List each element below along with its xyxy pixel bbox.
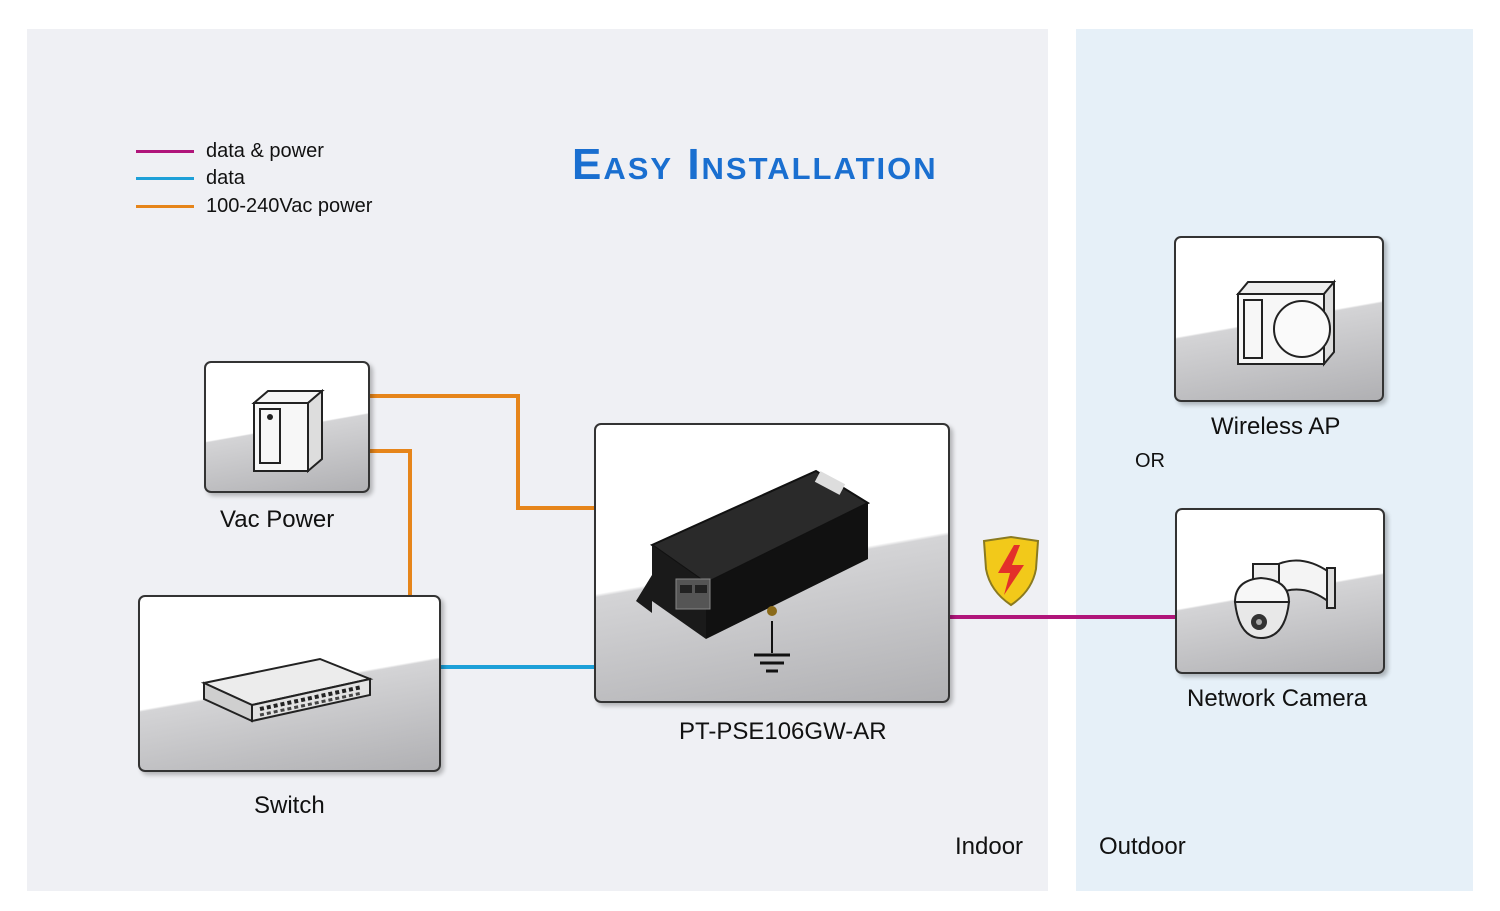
ptz-camera-icon: [1233, 559, 1336, 640]
legend-label: 100-240Vac power: [206, 195, 373, 217]
legend-label: data & power: [206, 140, 324, 162]
wireless-ap-label: Wireless AP: [1211, 413, 1341, 440]
wireless-ap-icon: [1235, 279, 1337, 367]
injector-card: [594, 423, 950, 703]
outdoor-label: Outdoor: [1099, 833, 1186, 860]
surge-shield-icon: [982, 535, 1040, 607]
network-camera-card: [1175, 508, 1385, 674]
wireless-ap-card: [1174, 236, 1384, 402]
network-switch-icon: [200, 657, 374, 723]
vac-power-card: [204, 361, 370, 493]
legend-item-data-power: data & power: [136, 140, 324, 163]
legend-item-ac-power: 100-240Vac power: [136, 195, 372, 218]
network-camera-label: Network Camera: [1187, 685, 1368, 712]
legend-label: data: [206, 167, 245, 189]
vac-power-label: Vac Power: [220, 506, 335, 533]
diagram-title: Easy Installation: [572, 140, 938, 189]
switch-label: Switch: [254, 792, 325, 819]
legend-swatch: [136, 150, 194, 153]
poe-injector-icon: [636, 469, 871, 673]
power-supply-icon: [251, 388, 325, 474]
ac-power-wire-to-switch: [369, 449, 412, 596]
legend-item-data: data: [136, 167, 245, 190]
outdoor-zone: [1076, 29, 1473, 891]
ac-power-wire-to-injector: [369, 394, 595, 510]
indoor-label: Indoor: [955, 833, 1024, 860]
injector-label: PT-PSE106GW-AR: [679, 718, 887, 745]
or-label: OR: [1135, 450, 1165, 472]
legend-swatch: [136, 205, 194, 208]
ground-icon: [754, 621, 790, 673]
switch-card: [138, 595, 441, 772]
legend-swatch: [136, 177, 194, 180]
